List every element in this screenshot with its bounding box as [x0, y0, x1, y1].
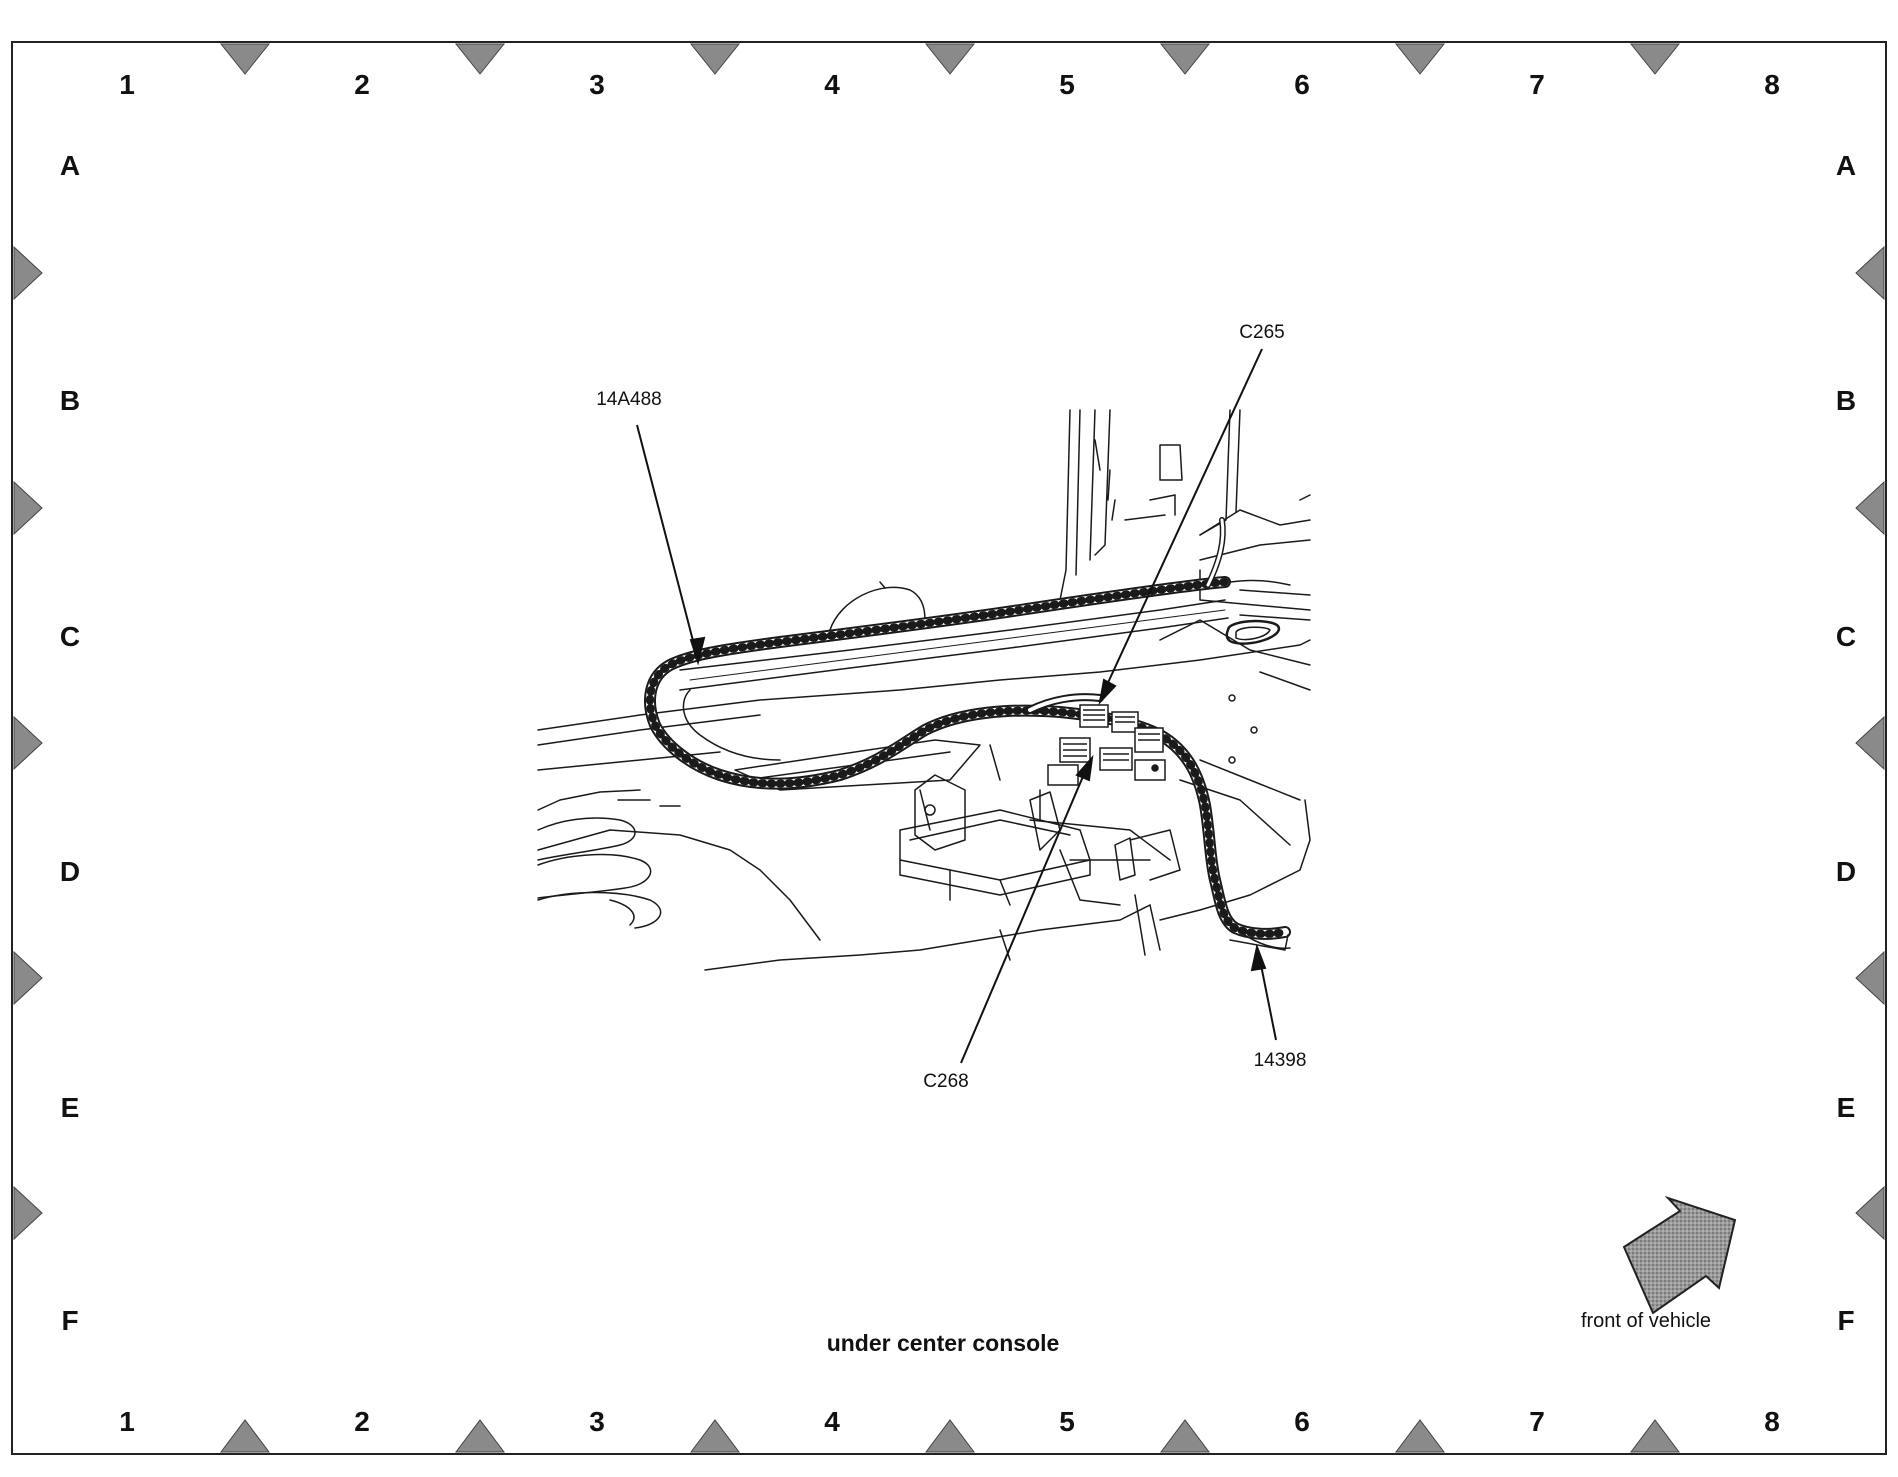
- row-label: C: [60, 621, 80, 652]
- column-label: 3: [589, 69, 605, 100]
- top-border-marker: [689, 43, 741, 75]
- callout-label-14398: 14398: [1254, 1050, 1307, 1071]
- column-label: 5: [1059, 69, 1075, 100]
- left-border-marker: [13, 715, 43, 771]
- column-label: 4: [824, 1406, 840, 1437]
- column-label: 1: [119, 1406, 135, 1437]
- column-labels-top: 1 2 3 4 5 6 7 8: [119, 69, 1780, 100]
- column-label: 7: [1529, 1406, 1545, 1437]
- bottom-border-marker: [690, 1419, 740, 1453]
- row-label: E: [1837, 1092, 1856, 1123]
- row-label: A: [1836, 150, 1856, 181]
- right-border-marker: [1855, 245, 1885, 301]
- callout-leaders: [636, 348, 1277, 1064]
- column-label: 8: [1764, 1406, 1780, 1437]
- row-labels-right: A B C D E F: [1836, 150, 1856, 1336]
- column-labels-bottom: 1 2 3 4 5 6 7 8: [119, 1406, 1780, 1437]
- bottom-border-marker: [220, 1419, 270, 1453]
- column-label: 3: [589, 1406, 605, 1437]
- left-border-marker: [13, 950, 43, 1006]
- diagram-caption: under center console: [827, 1330, 1060, 1356]
- column-label: 1: [119, 69, 135, 100]
- border-markers: [13, 43, 1885, 1453]
- column-label: 7: [1529, 69, 1545, 100]
- row-label: D: [1836, 856, 1856, 887]
- row-label: F: [1837, 1305, 1854, 1336]
- callout-label-14a488: 14A488: [596, 389, 662, 410]
- top-border-marker: [219, 43, 271, 75]
- row-label: D: [60, 856, 80, 887]
- row-label: B: [60, 385, 80, 416]
- bottom-border-marker: [455, 1419, 505, 1453]
- column-label: 5: [1059, 1406, 1075, 1437]
- harness-14a488: [644, 517, 1291, 951]
- bottom-border-marker: [1630, 1419, 1680, 1453]
- column-label: 8: [1764, 69, 1780, 100]
- callout-label-c265: C265: [1239, 322, 1284, 343]
- page-border: [11, 41, 1887, 1455]
- column-label: 6: [1294, 69, 1310, 100]
- arrow-icon: [1622, 1195, 1737, 1315]
- left-border-marker: [13, 1185, 43, 1241]
- row-label: F: [61, 1305, 78, 1336]
- bottom-border-marker: [925, 1419, 975, 1453]
- column-label: 2: [354, 1406, 370, 1437]
- column-label: 6: [1294, 1406, 1310, 1437]
- bottom-border-marker: [1395, 1419, 1445, 1453]
- column-label: 2: [354, 69, 370, 100]
- left-border-marker: [13, 480, 43, 536]
- bottom-border-marker: [1160, 1419, 1210, 1453]
- callout-label-c268: C268: [923, 1071, 968, 1092]
- column-label: 4: [824, 69, 840, 100]
- right-border-marker: [1855, 715, 1885, 771]
- right-border-marker: [1855, 950, 1885, 1006]
- row-label: E: [61, 1092, 80, 1123]
- right-border-marker: [1855, 1185, 1885, 1241]
- top-border-marker: [924, 43, 976, 75]
- row-label: B: [1836, 385, 1856, 416]
- row-label: A: [60, 150, 80, 181]
- top-border-marker: [1394, 43, 1446, 75]
- row-labels-left: A B C D E F: [60, 150, 80, 1336]
- orientation-label: front of vehicle: [1581, 1310, 1711, 1332]
- top-border-marker: [454, 43, 506, 75]
- top-border-marker: [1629, 43, 1681, 75]
- top-border-marker: [1159, 43, 1211, 75]
- row-label: C: [1836, 621, 1856, 652]
- left-border-marker: [13, 245, 43, 301]
- right-border-marker: [1855, 480, 1885, 536]
- connector-blocks: [1047, 704, 1166, 786]
